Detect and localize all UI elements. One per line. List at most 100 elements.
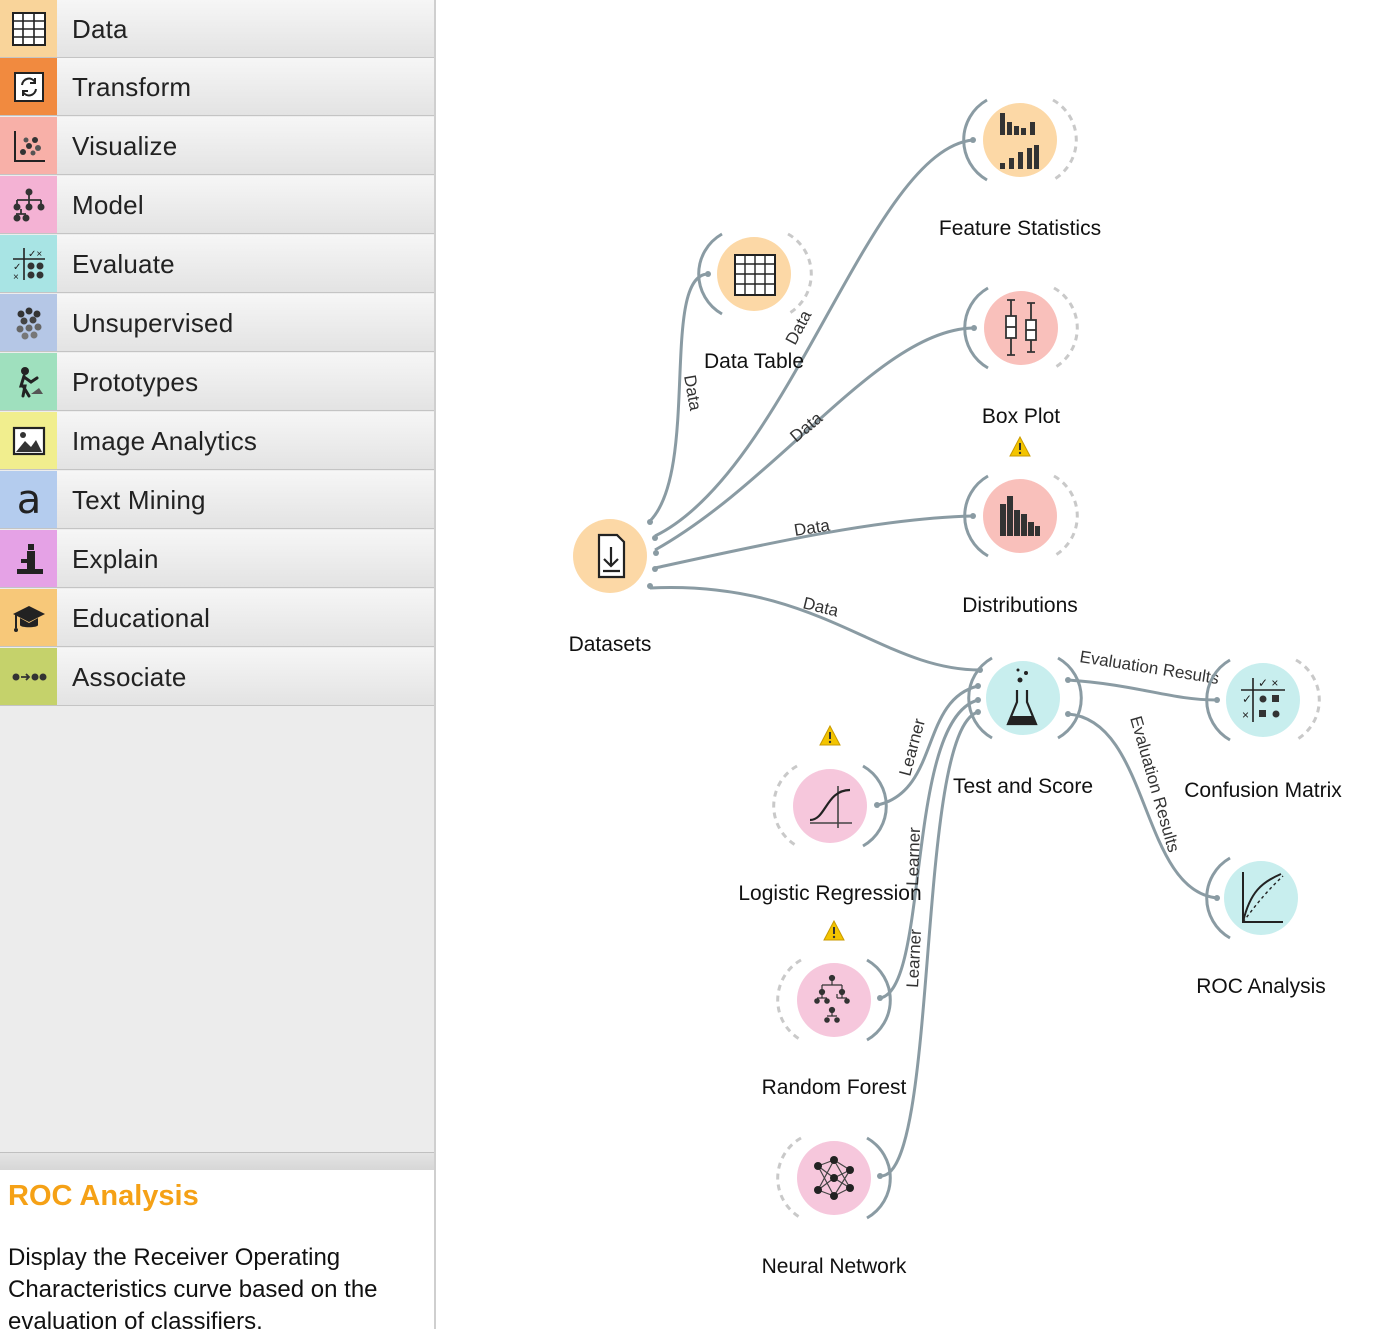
svg-text:×: × bbox=[13, 272, 19, 282]
category-label: Evaluate bbox=[72, 249, 175, 279]
node-label: Neural Network bbox=[762, 1255, 907, 1278]
node-feature-statistics[interactable]: Feature Statistics bbox=[939, 98, 1101, 240]
node-roc-analysis[interactable]: ROC Analysis bbox=[1196, 856, 1326, 998]
worker-icon bbox=[0, 353, 57, 410]
graduation-cap-icon bbox=[0, 589, 57, 646]
category-label: Transform bbox=[72, 72, 192, 102]
node-label: ROC Analysis bbox=[1196, 975, 1326, 998]
explain-icon bbox=[0, 530, 57, 587]
link-testandscore-confusion[interactable] bbox=[1067, 678, 1218, 702]
category-model[interactable]: Model bbox=[0, 176, 434, 234]
help-panel: ROC Analysis Display the Receiver Operat… bbox=[0, 1170, 434, 1329]
node-label: Datasets bbox=[569, 633, 652, 656]
boxplot-icon bbox=[1005, 299, 1037, 356]
link-neural-testandscore[interactable] bbox=[879, 710, 979, 1178]
link-datasets-distributions[interactable] bbox=[654, 514, 974, 570]
evaluate-icon: ✓× ✓× bbox=[0, 235, 57, 292]
category-label: Model bbox=[72, 190, 144, 220]
category-label: Image Analytics bbox=[72, 426, 258, 456]
clusters-icon bbox=[0, 294, 57, 351]
flask-icon bbox=[1006, 668, 1038, 726]
tree-icon bbox=[0, 176, 57, 233]
node-label: Confusion Matrix bbox=[1184, 779, 1342, 802]
table-icon bbox=[734, 254, 776, 296]
scatter-icon bbox=[0, 117, 57, 174]
category-label: Data bbox=[72, 14, 128, 44]
table-icon bbox=[0, 0, 57, 57]
node-data-table[interactable]: Data Table bbox=[697, 232, 813, 373]
node-test-and-score[interactable]: Test and Score bbox=[953, 656, 1093, 798]
category-image-analytics[interactable]: Image Analytics bbox=[0, 412, 434, 470]
category-educational[interactable]: Educational bbox=[0, 589, 434, 647]
histogram-icon bbox=[1000, 496, 1040, 536]
workflow-links bbox=[648, 138, 1218, 1178]
category-transform[interactable]: Transform bbox=[0, 58, 434, 116]
node-label: Logistic Regression bbox=[738, 882, 921, 905]
network-icon bbox=[814, 1156, 854, 1200]
svg-text:✓: ✓ bbox=[1242, 692, 1252, 706]
category-label: Explain bbox=[72, 544, 159, 574]
link-datasets-testandscore[interactable] bbox=[649, 586, 981, 672]
category-prototypes[interactable]: Prototypes bbox=[0, 353, 434, 411]
node-box-plot[interactable]: Box Plot bbox=[963, 286, 1079, 457]
link-logreg-testandscore[interactable] bbox=[877, 684, 979, 807]
node-neural-network[interactable]: Neural Network bbox=[762, 1136, 907, 1278]
category-associate[interactable]: Associate bbox=[0, 648, 434, 706]
node-logistic-regression[interactable]: Logistic Regression bbox=[738, 724, 922, 905]
category-label: Prototypes bbox=[72, 367, 199, 397]
forest-icon bbox=[814, 974, 850, 1023]
node-confusion-matrix[interactable]: ✓ × ✓ × Confusion Matrix bbox=[1184, 658, 1342, 802]
category-data[interactable]: Data bbox=[0, 0, 434, 58]
category-label: Unsupervised bbox=[72, 308, 234, 338]
svg-text:✓×: ✓× bbox=[28, 249, 42, 260]
link-label-data: Data bbox=[680, 373, 705, 412]
link-label-data: Data bbox=[786, 408, 826, 446]
bar-stats-icon bbox=[1000, 113, 1039, 169]
help-description: Display the Receiver Operating Character… bbox=[8, 1244, 378, 1329]
help-title: ROC Analysis bbox=[8, 1180, 199, 1212]
link-label-learner: Learner bbox=[903, 928, 925, 988]
associate-icon bbox=[0, 648, 57, 705]
warning-icon bbox=[819, 724, 841, 746]
svg-text:✓ ×: ✓ × bbox=[1258, 676, 1278, 690]
roc-curve-icon bbox=[1242, 872, 1284, 923]
category-visualize[interactable]: Visualize bbox=[0, 117, 434, 175]
category-evaluate[interactable]: ✓× ✓× Evaluate bbox=[0, 235, 434, 293]
warning-icon bbox=[1009, 435, 1031, 457]
category-explain[interactable]: Explain bbox=[0, 530, 434, 588]
node-label: Random Forest bbox=[762, 1076, 907, 1099]
category-label: Text Mining bbox=[72, 485, 206, 515]
link-testandscore-roc[interactable] bbox=[1067, 712, 1218, 900]
panel-splitter[interactable] bbox=[0, 1152, 434, 1172]
node-distributions[interactable]: Distributions bbox=[962, 474, 1079, 617]
node-label: Test and Score bbox=[953, 775, 1093, 798]
letter-a-icon: a bbox=[0, 471, 57, 528]
node-label: Distributions bbox=[962, 594, 1078, 617]
link-label-data: Data bbox=[801, 593, 841, 620]
widget-sidebar: Data Transform Visualize Model ✓× ✓× Eval… bbox=[0, 0, 436, 1329]
node-label: Box Plot bbox=[982, 405, 1060, 428]
sigmoid-icon bbox=[809, 786, 852, 828]
transform-icon bbox=[0, 58, 57, 115]
matrix-icon: ✓ × ✓ × bbox=[1241, 676, 1285, 722]
link-label-learner: Learner bbox=[903, 827, 924, 887]
node-label: Data Table bbox=[704, 350, 804, 373]
link-forest-testandscore[interactable] bbox=[879, 698, 979, 1000]
link-datasets-datatable[interactable] bbox=[648, 272, 709, 523]
category-text-mining[interactable]: a Text Mining bbox=[0, 471, 434, 529]
link-label-learner: Learner bbox=[896, 716, 930, 778]
download-doc-icon bbox=[597, 533, 626, 579]
svg-text:✓: ✓ bbox=[13, 262, 21, 273]
node-label: Feature Statistics bbox=[939, 217, 1101, 240]
link-label-data: Data bbox=[793, 515, 832, 539]
category-label: Educational bbox=[72, 603, 211, 633]
toolbox-empty-area bbox=[0, 706, 434, 1152]
category-label: Associate bbox=[72, 662, 187, 692]
warning-icon bbox=[823, 919, 845, 941]
workflow-canvas[interactable]: Data Data Data Data Data Learner Learner… bbox=[438, 0, 1400, 1329]
node-datasets[interactable]: Datasets bbox=[569, 519, 659, 656]
link-datasets-featurestats[interactable] bbox=[654, 138, 974, 538]
category-unsupervised[interactable]: Unsupervised bbox=[0, 294, 434, 352]
link-datasets-boxplot[interactable] bbox=[654, 326, 974, 552]
node-random-forest[interactable]: Random Forest bbox=[762, 919, 907, 1099]
